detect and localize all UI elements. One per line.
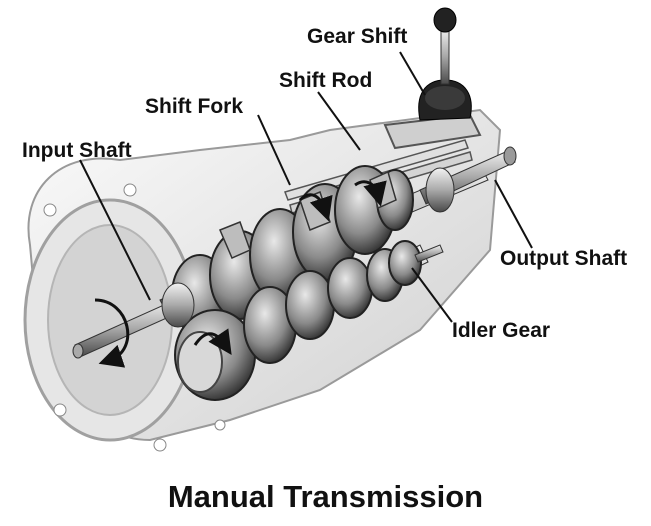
label-shift-rod: Shift Rod [279,69,373,92]
countershaft [174,244,429,401]
leader-lines [79,51,533,323]
diagram-caption: Manual Transmission [167,479,484,514]
output-shaft [419,146,517,213]
label-shift-fork: Shift Fork [145,95,243,118]
gear-shift-lever [383,7,482,150]
label-input-shaft: Input Shaft [22,139,132,162]
label-output-shaft: Output Shaft [500,247,628,270]
main-shaft-gears [159,164,489,336]
idler-gear [388,240,444,286]
label-gear-shift: Gear Shift [307,25,408,48]
rotation-arrows [94,180,387,368]
label-idler-gear: Idler Gear [452,319,551,342]
